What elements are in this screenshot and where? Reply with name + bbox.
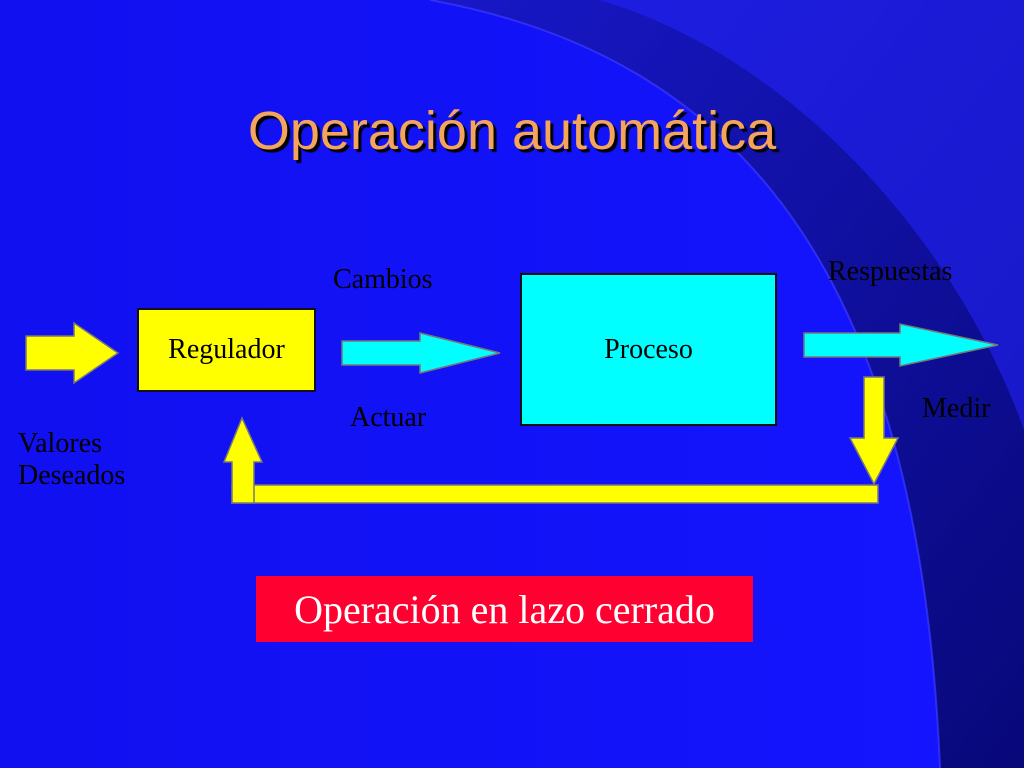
medir-label: Medir <box>922 393 991 424</box>
slide-title: Operación automática <box>247 101 777 161</box>
regulador-label: Regulador <box>168 334 285 365</box>
output-arrow <box>803 323 999 367</box>
proceso-block: Proceso <box>520 273 777 426</box>
medir-arrow <box>848 376 900 486</box>
valores-deseados-label: Valores Deseados <box>18 428 125 492</box>
respuestas-label: Respuestas <box>828 256 953 287</box>
deseados-line: Deseados <box>18 460 126 492</box>
input-arrow <box>25 321 120 385</box>
actuar-label: Actuar <box>350 402 427 433</box>
caption-banner: Operación en lazo cerrado <box>256 576 753 642</box>
background-edge-line <box>429 0 941 768</box>
valores-line: Valores <box>18 428 102 459</box>
background-light-band <box>600 0 1024 430</box>
regulador-block: Regulador <box>137 308 316 392</box>
proceso-label: Proceso <box>604 333 693 365</box>
cambios-label: Cambios <box>333 264 433 295</box>
feedback-bar <box>231 484 879 504</box>
feedback-arrow <box>222 416 264 504</box>
background-dark-region <box>430 0 1024 768</box>
caption-text: Operación en lazo cerrado <box>294 586 715 632</box>
actuar-arrow <box>341 332 501 374</box>
